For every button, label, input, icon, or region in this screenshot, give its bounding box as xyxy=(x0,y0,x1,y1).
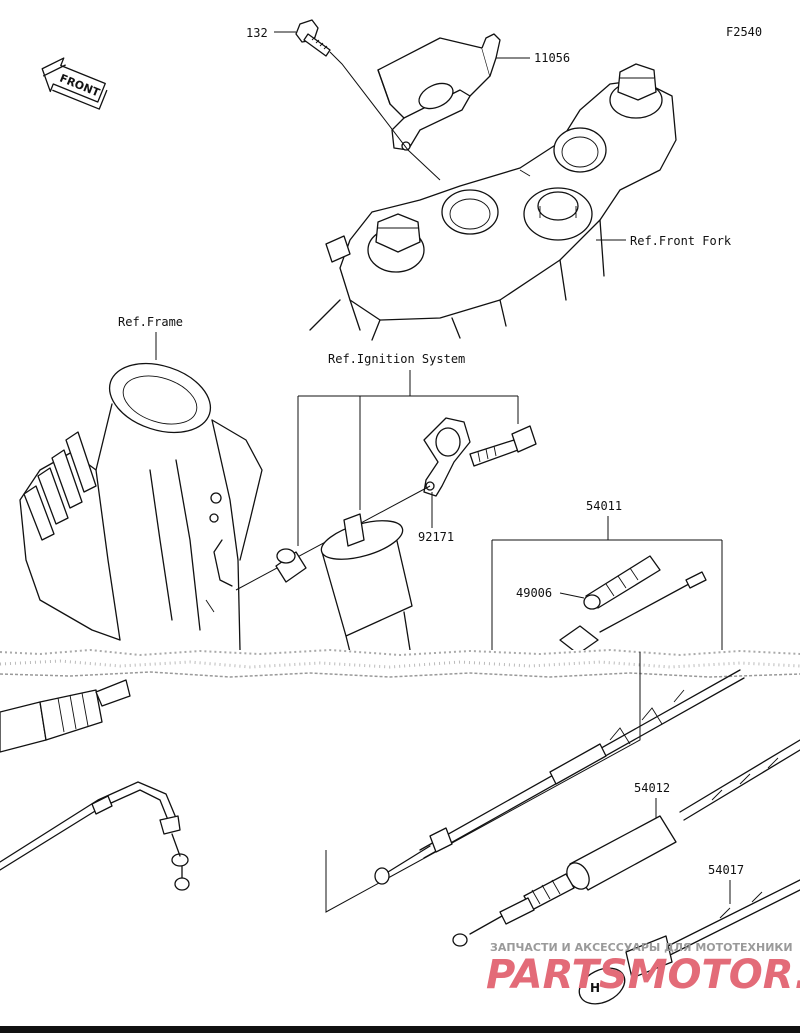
frame-tabs xyxy=(23,431,97,541)
figure-code: F2540 xyxy=(726,25,762,39)
choke-knob-mark: H xyxy=(590,981,600,995)
bottom-edge-bar xyxy=(0,1026,800,1033)
boot-49006 xyxy=(583,555,661,610)
bolt-132 xyxy=(295,19,331,57)
lower-left-cable xyxy=(0,781,190,891)
leader-bracket-mount xyxy=(329,51,441,181)
leader-54011 xyxy=(491,516,723,652)
label-92171: 92171 xyxy=(418,530,454,544)
front-arrow-icon: FRONT xyxy=(41,57,108,110)
clamp-92171 xyxy=(423,417,471,497)
mount-bolt xyxy=(469,425,537,467)
ignition-coil xyxy=(320,513,413,653)
throttle-grip-housing xyxy=(0,679,131,753)
watermark-logo: PARTSMOTOR.RU xyxy=(486,952,800,998)
bracket-54011-lower xyxy=(325,652,641,913)
label-11056: 11056 xyxy=(534,51,570,65)
spacer-collar xyxy=(275,548,307,583)
choke-cable-54017: H xyxy=(578,879,800,1005)
label-54012: 54012 xyxy=(634,781,670,795)
label-ref-ignition: Ref.Ignition System xyxy=(328,352,465,366)
label-ref-front-fork: Ref.Front Fork xyxy=(630,234,732,248)
leader-ref-ignition xyxy=(297,370,519,546)
label-132: 132 xyxy=(246,26,268,40)
bracket-11056 xyxy=(377,33,501,151)
upper-triple-clamp xyxy=(309,63,677,341)
cable-54011 xyxy=(374,669,745,885)
cable-end-upper xyxy=(559,571,707,655)
label-ref-frame: Ref.Frame xyxy=(118,315,183,329)
label-49006: 49006 xyxy=(516,586,552,600)
cable-54012 xyxy=(452,739,800,947)
image-tear-band xyxy=(0,648,800,680)
leader-49006 xyxy=(559,592,585,599)
frame: Ref.Frame xyxy=(19,315,263,651)
watermark-text: ЗАПЧАСТИ И АКСЕССУАРЫ ДЛЯ МОТОТЕХНИКИ xyxy=(490,941,793,954)
label-54011: 54011 xyxy=(586,499,622,513)
label-54017: 54017 xyxy=(708,863,744,877)
